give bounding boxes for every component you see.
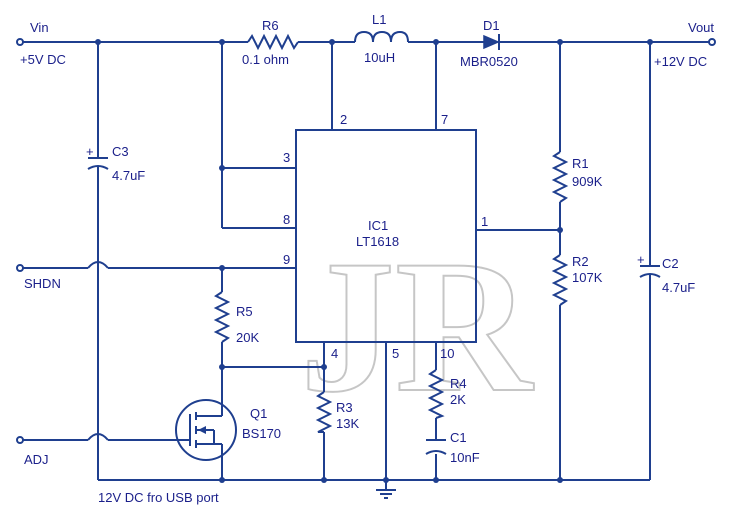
c1-ref: C1 <box>450 430 467 445</box>
r4-resistor <box>427 369 445 419</box>
c1-value: 10nF <box>450 450 480 465</box>
r1-resistor <box>551 42 569 255</box>
q1-value: BS170 <box>242 426 281 441</box>
c3-capacitor: + <box>86 144 109 170</box>
d1-ref: D1 <box>483 18 500 33</box>
d1-value: MBR0520 <box>460 54 518 69</box>
watermark-text: JR <box>300 222 534 432</box>
vout-voltage-label: +12V DC <box>654 54 707 69</box>
pin-9-label: 9 <box>283 252 290 267</box>
pin-2-label: 2 <box>340 112 347 127</box>
adj-terminal <box>16 436 24 444</box>
c3-ref: C3 <box>112 144 129 159</box>
svg-text:+: + <box>637 252 645 267</box>
c2-capacitor: + <box>637 42 661 480</box>
pin-4-label: 4 <box>331 346 338 361</box>
l1-inductor <box>354 30 409 43</box>
vout-label: Vout <box>688 20 714 35</box>
r3-resistor <box>315 391 333 433</box>
d1-diode <box>483 34 505 50</box>
r6-value: 0.1 ohm <box>242 52 289 67</box>
ic1-value: LT1618 <box>356 234 399 249</box>
r2-ref: R2 <box>572 254 589 269</box>
shdn-terminal <box>16 264 24 272</box>
vout-terminal <box>708 38 716 46</box>
r6-resistor <box>247 33 299 51</box>
pin-3-label: 3 <box>283 150 290 165</box>
ground-symbol <box>376 489 396 499</box>
r5-ref: R5 <box>236 304 253 319</box>
l1-value: 10uH <box>364 50 395 65</box>
r3-ref: R3 <box>336 400 353 415</box>
pin-5-label: 5 <box>392 346 399 361</box>
vin-label: Vin <box>30 20 49 35</box>
adj-wire <box>20 433 190 441</box>
ic-pin-wires <box>20 42 560 490</box>
adj-label: ADJ <box>24 452 49 467</box>
ic1-ref: IC1 <box>368 218 388 233</box>
r5-resistor <box>213 268 231 408</box>
c2-value: 4.7uF <box>662 280 695 295</box>
r1-value: 909K <box>572 174 603 189</box>
c3-value: 4.7uF <box>112 168 145 183</box>
vin-terminal <box>16 38 24 46</box>
c1-capacitor <box>425 439 447 455</box>
shdn-label: SHDN <box>24 276 61 291</box>
c2-ref: C2 <box>662 256 679 271</box>
pin-1-label: 1 <box>481 214 488 229</box>
r3-value: 13K <box>336 416 359 431</box>
r2-resistor <box>551 254 569 480</box>
r6-ref: R6 <box>262 18 279 33</box>
pin-8-label: 8 <box>283 212 290 227</box>
junction-dots <box>95 39 653 483</box>
r2-value: 107K <box>572 270 603 285</box>
r1-ref: R1 <box>572 156 589 171</box>
pin-7-label: 7 <box>441 112 448 127</box>
q1-mosfet <box>175 399 237 480</box>
watermark: JR <box>299 221 535 433</box>
q1-ref: Q1 <box>250 406 267 421</box>
r4-value: 2K <box>450 392 466 407</box>
vin-voltage-label: +5V DC <box>20 52 66 67</box>
r4-ref: R4 <box>450 376 467 391</box>
l1-ref: L1 <box>372 12 386 27</box>
svg-text:+: + <box>86 144 94 159</box>
footer-caption: 12V DC fro USB port <box>98 490 219 505</box>
r5-value: 20K <box>236 330 259 345</box>
pin-10-label: 10 <box>440 346 454 361</box>
